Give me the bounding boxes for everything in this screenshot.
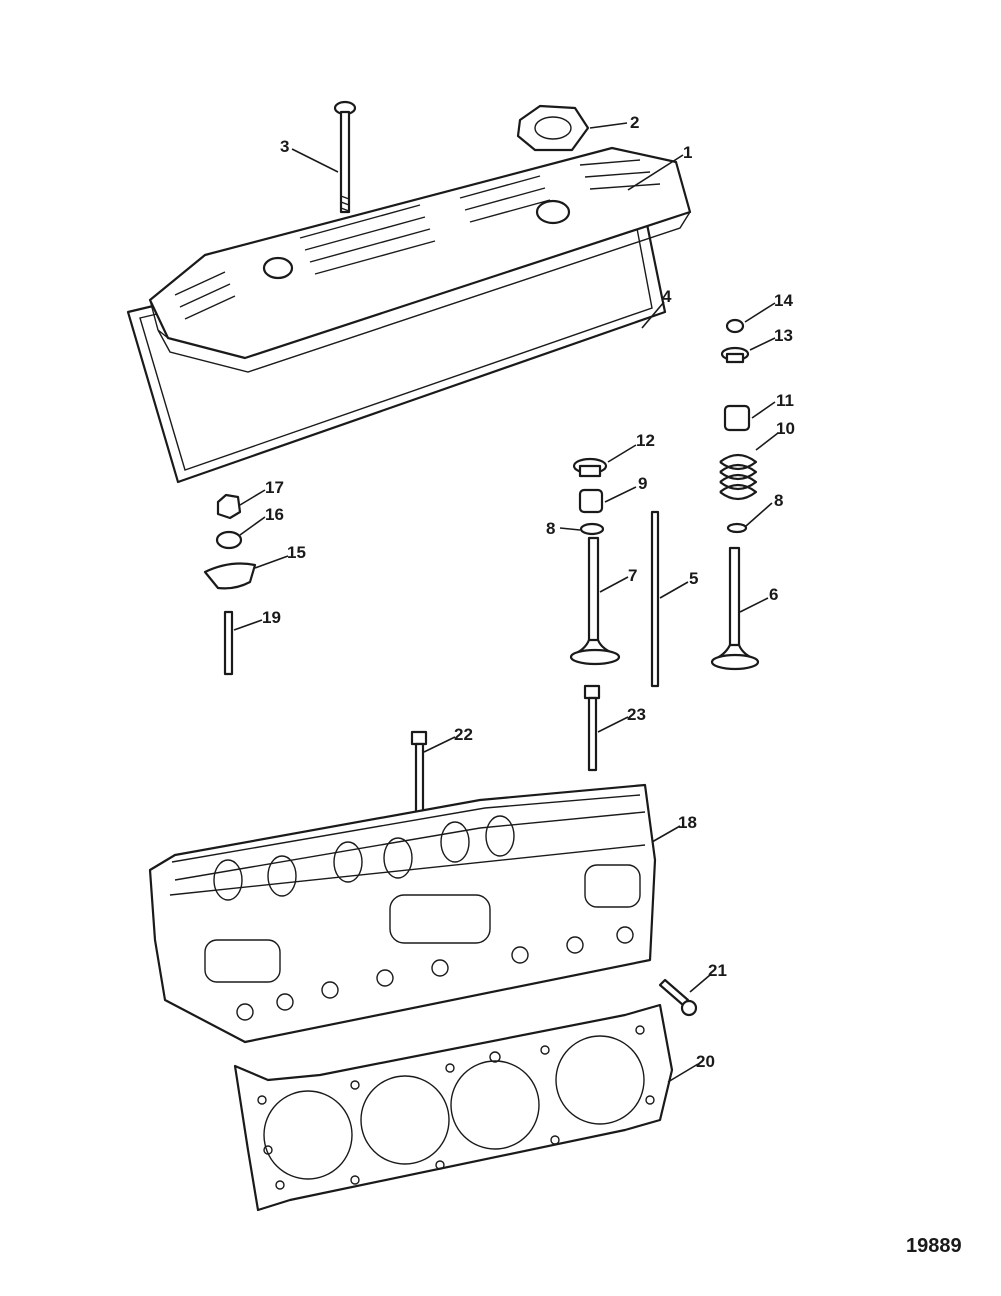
- head-bolt-long: [583, 684, 601, 772]
- callout-20: 20: [696, 1052, 715, 1071]
- head-gasket: [233, 1003, 674, 1212]
- rocker-stud: [223, 610, 234, 676]
- callout-7: 7: [628, 566, 637, 585]
- head-bolt-short: [410, 730, 428, 822]
- callout-13: 13: [774, 326, 793, 345]
- valve-shim-right: [726, 522, 748, 534]
- cylinder-head: [148, 783, 657, 1044]
- callout-17: 17: [265, 478, 284, 497]
- callout-3: 3: [280, 137, 289, 156]
- oil-filler-cap: [516, 104, 590, 152]
- callout-8-right: 8: [774, 491, 783, 510]
- callout-12: 12: [636, 431, 655, 450]
- intake-valve: [569, 536, 621, 666]
- callout-19: 19: [262, 608, 281, 627]
- callout-4: 4: [662, 287, 672, 306]
- rocker-arm: [203, 562, 257, 590]
- valve-springs-row: [213, 815, 515, 901]
- callout-15: 15: [287, 543, 306, 562]
- callout-5: 5: [689, 569, 698, 588]
- figure-number: 19889: [906, 1235, 962, 1257]
- exhaust-valve: [710, 546, 760, 671]
- valve-rotator: [723, 404, 751, 432]
- callout-23: 23: [627, 705, 646, 724]
- rocker-nut: [216, 493, 242, 520]
- valve-cover: [148, 146, 692, 373]
- callout-10: 10: [776, 419, 795, 438]
- callout-21: 21: [708, 961, 727, 980]
- valve-shim-left: [579, 522, 605, 536]
- pushrod: [650, 510, 660, 688]
- callout-9: 9: [638, 474, 647, 493]
- head-bolt-side: [658, 978, 698, 1017]
- callout-1: 1: [683, 143, 692, 162]
- callout-2: 2: [630, 113, 639, 132]
- callout-16: 16: [265, 505, 284, 524]
- rocker-ball: [215, 530, 243, 550]
- valve-retainer: [720, 346, 750, 364]
- callout-8-left: 8: [546, 519, 555, 538]
- cover-bolt: [333, 100, 357, 214]
- callout-22: 22: [454, 725, 473, 744]
- callout-6: 6: [769, 585, 778, 604]
- callout-11: 11: [776, 391, 794, 410]
- leader-lines: [233, 122, 779, 1083]
- valve-cap: [572, 457, 608, 478]
- valve-lock: [725, 318, 745, 334]
- valve-spring: [719, 453, 758, 501]
- callout-14: 14: [774, 291, 793, 310]
- callout-labels: 1 2 3 4 5 6 7 8 8 9 10 11 12 13 14 15 16…: [262, 113, 962, 1257]
- callout-18: 18: [678, 813, 697, 832]
- valve-seal: [578, 488, 604, 514]
